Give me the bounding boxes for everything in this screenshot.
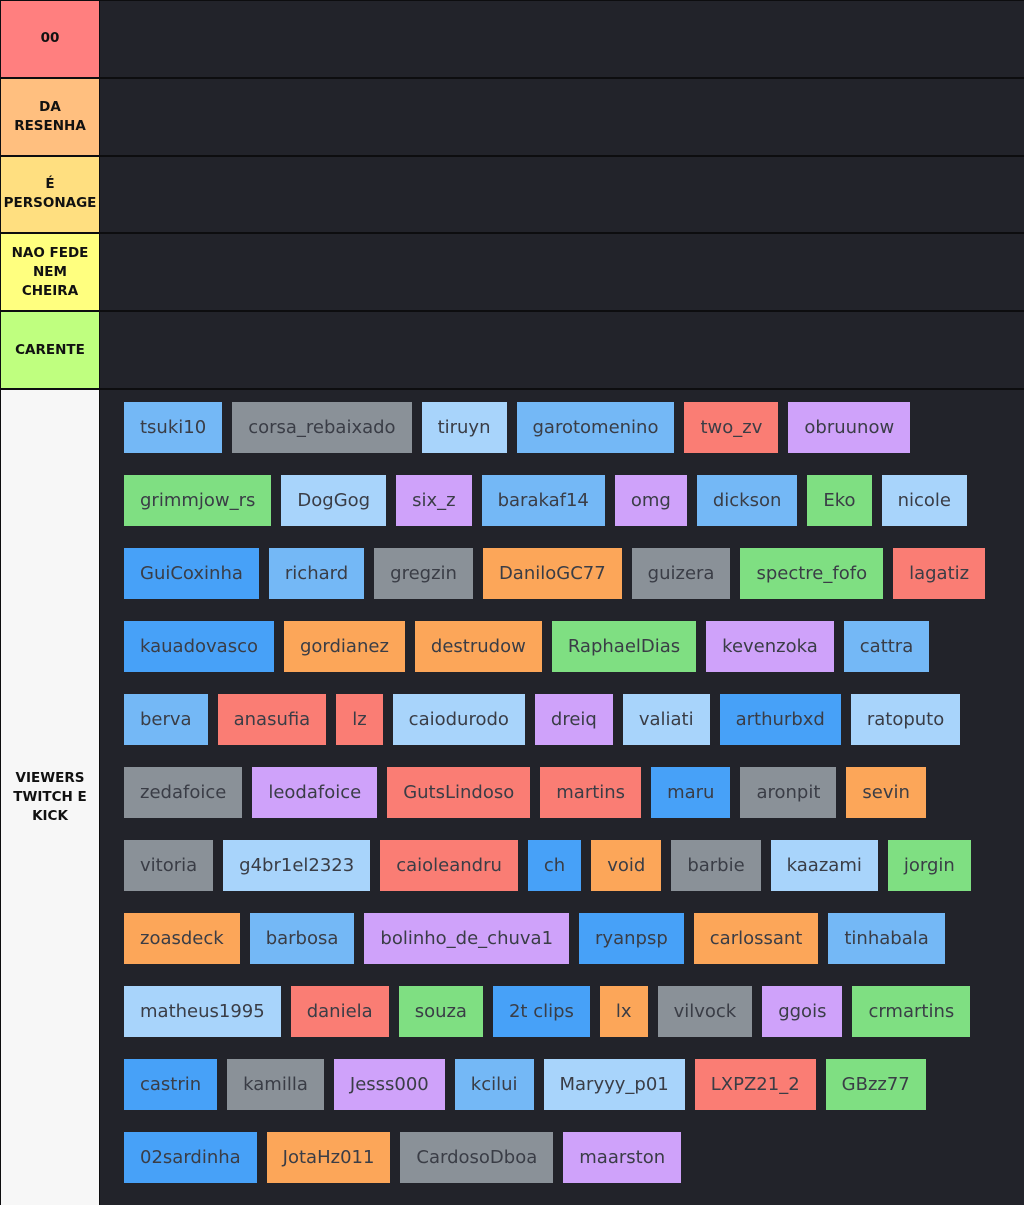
tier-item-chip[interactable]: kaazami xyxy=(770,839,878,891)
tier-item-chip[interactable]: souza xyxy=(398,985,483,1037)
tier-item-chip[interactable]: destrudow xyxy=(414,620,542,672)
tier-item-chip[interactable]: valiati xyxy=(622,693,710,745)
tier-item-chip[interactable]: zedafoice xyxy=(124,766,243,818)
tier-item-chip[interactable]: guizera xyxy=(631,547,731,599)
tier-item-chip[interactable]: DogGog xyxy=(281,474,387,526)
tier-item-chip[interactable]: obruunow xyxy=(788,401,911,453)
tier-label-nao-fede-nem-cheira[interactable]: NAO FEDE NEM CHEIRA xyxy=(1,234,100,311)
tier-item-chip[interactable]: dreiq xyxy=(534,693,613,745)
tier-item-chip[interactable]: JotaHz011 xyxy=(266,1131,391,1183)
tier-item-chip[interactable]: ratoputo xyxy=(850,693,961,745)
tier-item-chip[interactable]: Eko xyxy=(807,474,872,526)
tier-item-chip[interactable]: 2t clips xyxy=(492,985,590,1037)
tier-dropzone-da-resenha[interactable] xyxy=(100,78,1024,155)
tier-row-nao-fede-nem-cheira: NAO FEDE NEM CHEIRA xyxy=(1,234,1024,313)
tier-dropzone-00[interactable] xyxy=(100,1,1024,77)
tier-row-00: 00 xyxy=(1,1,1024,79)
tier-row-da-resenha: DA RESENHA xyxy=(1,78,1024,157)
tier-item-chip[interactable]: barbosa xyxy=(249,912,355,964)
tier-label-da-resenha[interactable]: DA RESENHA xyxy=(1,78,100,155)
tier-item-chip[interactable]: martins xyxy=(540,766,642,818)
tier-row-e-personage: É PERSONAGE xyxy=(1,156,1024,235)
tier-item-chip[interactable]: zoasdeck xyxy=(124,912,240,964)
tier-item-chip[interactable]: spectre_fofo xyxy=(740,547,884,599)
tier-row-carente: CARENTE xyxy=(1,312,1024,390)
tier-item-chip[interactable]: GutsLindoso xyxy=(387,766,531,818)
tier-item-chip[interactable]: kamilla xyxy=(227,1058,324,1110)
tier-item-chip[interactable]: berva xyxy=(124,693,208,745)
tier-item-chip[interactable]: vilvock xyxy=(657,985,753,1037)
tier-item-chip[interactable]: corsa_rebaixado xyxy=(232,401,412,453)
tier-item-chip[interactable]: richard xyxy=(268,547,365,599)
tier-item-chip[interactable]: barakaf14 xyxy=(481,474,605,526)
tier-item-chip[interactable]: anasufia xyxy=(217,693,327,745)
tier-item-chip[interactable]: caiodurodo xyxy=(392,693,525,745)
tier-item-chip[interactable]: sevin xyxy=(846,766,926,818)
tier-item-chip[interactable]: DaniloGC77 xyxy=(482,547,622,599)
tier-item-chip[interactable]: CardosoDboa xyxy=(400,1131,554,1183)
tier-item-chip[interactable]: garotomenino xyxy=(516,401,675,453)
tier-item-chip[interactable]: gordianez xyxy=(283,620,405,672)
tier-item-chip[interactable]: barbie xyxy=(671,839,761,891)
tier-item-chip[interactable]: kcilui xyxy=(454,1058,534,1110)
tier-item-chip[interactable]: tiruyn xyxy=(421,401,507,453)
tier-item-chip[interactable]: 02sardinha xyxy=(124,1131,257,1183)
tier-item-chip[interactable]: RaphaelDias xyxy=(551,620,697,672)
tier-item-chip[interactable]: GBzz77 xyxy=(825,1058,926,1110)
tier-item-chip[interactable]: GuiCoxinha xyxy=(124,547,259,599)
tier-item-chip[interactable]: grimmjow_rs xyxy=(124,474,272,526)
tier-item-chip[interactable]: carlossant xyxy=(693,912,819,964)
tier-item-chip[interactable]: daniela xyxy=(290,985,389,1037)
tier-item-chip[interactable]: crmartins xyxy=(852,985,971,1037)
tier-item-chip[interactable]: aronpit xyxy=(740,766,837,818)
tier-dropzone-e-personage[interactable] xyxy=(100,156,1024,233)
tier-item-chip[interactable]: tinhabala xyxy=(828,912,945,964)
tier-item-chip[interactable]: kauadovasco xyxy=(124,620,274,672)
tier-item-chip[interactable]: jorgin xyxy=(887,839,971,891)
tier-item-chip[interactable]: lagatiz xyxy=(893,547,986,599)
tier-item-chip[interactable]: ryanpsp xyxy=(579,912,684,964)
tier-item-chip[interactable]: nicole xyxy=(881,474,967,526)
tier-item-chip[interactable]: dickson xyxy=(696,474,798,526)
tier-label-carente[interactable]: CARENTE xyxy=(1,312,100,388)
tier-item-chip[interactable]: g4br1el2323 xyxy=(223,839,371,891)
tier-item-chip[interactable]: ch xyxy=(527,839,582,891)
tier-item-chip[interactable]: castrin xyxy=(124,1058,218,1110)
tier-label-viewers[interactable]: VIEWERS TWITCH E KICK xyxy=(1,389,100,1205)
tier-item-chip[interactable]: bolinho_de_chuva1 xyxy=(364,912,570,964)
tier-item-chip[interactable]: six_z xyxy=(396,474,472,526)
tier-item-chip[interactable]: omg xyxy=(614,474,687,526)
tier-item-chip[interactable]: Jesss000 xyxy=(333,1058,445,1110)
tier-item-chip[interactable]: kevenzoka xyxy=(706,620,834,672)
tier-label-e-personage[interactable]: É PERSONAGE xyxy=(1,156,100,233)
tier-item-chip[interactable]: matheus1995 xyxy=(124,985,281,1037)
tier-dropzone-carente[interactable] xyxy=(100,312,1024,388)
tier-item-chip[interactable]: maru xyxy=(651,766,731,818)
tier-item-chip[interactable]: vitoria xyxy=(124,839,214,891)
tier-item-chip[interactable]: Maryyy_p01 xyxy=(543,1058,685,1110)
tier-item-chip[interactable]: two_zv xyxy=(684,401,779,453)
tier-item-chip[interactable]: gregzin xyxy=(374,547,473,599)
tier-item-chip[interactable]: LXPZ21_2 xyxy=(694,1058,816,1110)
tier-item-chip[interactable]: void xyxy=(591,839,662,891)
tier-label-00[interactable]: 00 xyxy=(1,1,100,77)
tier-item-chip[interactable]: lz xyxy=(336,693,383,745)
tier-item-chip[interactable]: caioleandru xyxy=(380,839,518,891)
tier-item-chip[interactable]: lx xyxy=(599,985,648,1037)
tier-item-chip[interactable]: cattra xyxy=(843,620,930,672)
tier-item-chip[interactable]: tsuki10 xyxy=(124,401,223,453)
tier-item-chip[interactable]: ggois xyxy=(762,985,843,1037)
tier-item-chip[interactable]: leodafoice xyxy=(252,766,378,818)
tier-item-chip[interactable]: arthurbxd xyxy=(719,693,841,745)
tier-dropzone-nao-fede-nem-cheira[interactable] xyxy=(100,234,1024,311)
tier-item-chip[interactable]: maarston xyxy=(563,1131,682,1183)
